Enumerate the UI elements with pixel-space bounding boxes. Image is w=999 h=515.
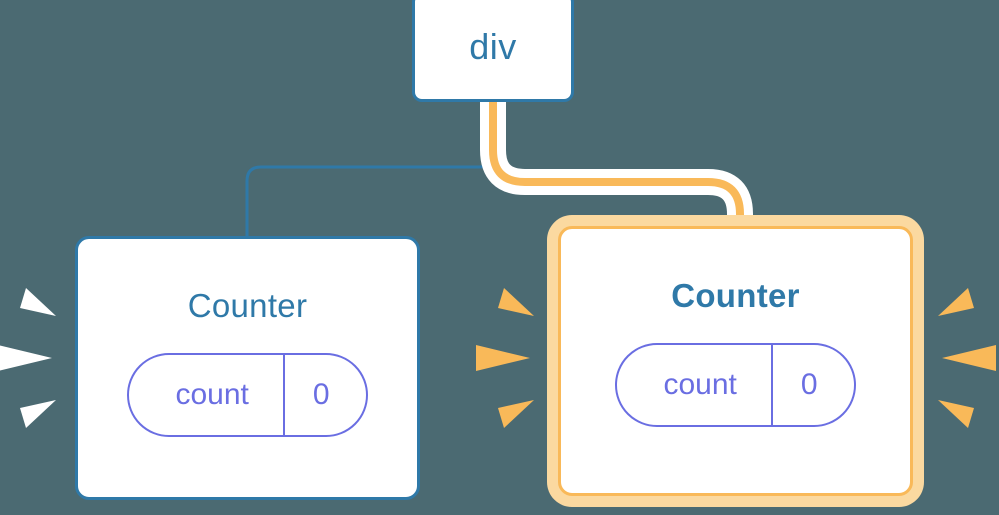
node-counter-right-label: Counter xyxy=(671,277,800,314)
node-div[interactable]: div xyxy=(412,0,574,102)
node-div-label: div xyxy=(469,26,517,67)
node-counter-right[interactable]: Counter count 0 xyxy=(558,226,913,496)
state-key-left: count xyxy=(175,378,249,411)
node-counter-left[interactable]: Counter count 0 xyxy=(75,236,420,500)
state-pill-right: count 0 xyxy=(615,343,856,427)
node-counter-left-label: Counter xyxy=(187,287,308,324)
state-key-right: count xyxy=(663,368,737,401)
edge-highlight-halo xyxy=(480,102,753,228)
state-value-left: 0 xyxy=(282,355,366,435)
state-value-right: 0 xyxy=(770,345,854,425)
state-pill-left: count 0 xyxy=(127,353,368,437)
edge-div-to-left-counter xyxy=(245,102,495,236)
edge-div-to-right-counter xyxy=(489,102,744,228)
